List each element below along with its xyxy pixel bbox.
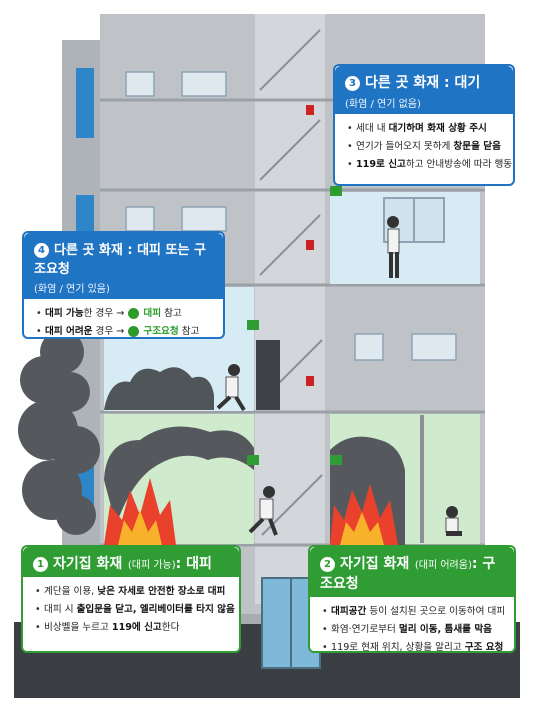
list-item: 대피 어려운 경우 → 2 구조요청 참고 xyxy=(36,323,213,341)
person-sheltering xyxy=(445,506,462,536)
callout-own-fire-evacuate: 1 자기집 화재 (대피 가능): 대피 계단을 이용, 낮은 자세로 안전한 장… xyxy=(21,545,241,653)
callout-wait-header: 3 다른 곳 화재 : 대기 (화염 / 연기 없음) xyxy=(335,66,513,114)
fire-left xyxy=(104,478,176,545)
callout-own-fire-evacuate-header: 1 자기집 화재 (대피 가능): 대피 xyxy=(23,547,239,577)
callout-own-fire-evacuate-number: 1 xyxy=(33,557,48,572)
callout-wait-title: 다른 곳 화재 : 대기 xyxy=(365,75,481,91)
callout-own-fire-rescue: 2 자기집 화재 (대피 어려움): 구조요청 대피공간 등이 설치된 곳으로 이… xyxy=(308,545,516,657)
list-item: 계단을 이용, 낮은 자세로 안전한 장소로 대피 xyxy=(35,583,229,601)
callout-wait-list: 세대 내 대기하며 화재 상황 주시 연기가 들어오지 못하게 창문을 닫음 1… xyxy=(335,114,513,180)
callout-evacuate-or-rescue: 4다른 곳 화재 : 대피 또는 구조요청 (화염 / 연기 있음) 대피 가능… xyxy=(22,231,225,341)
list-item: 119로 현재 위치, 상황을 알리고 구조 요청 xyxy=(322,639,504,657)
callout-evacuate-or-rescue-title: 다른 곳 화재 : 대피 또는 구조요청 xyxy=(34,243,206,277)
smoke-outside xyxy=(18,330,100,535)
list-item: 119로 신고하고 안내방송에 따라 행동 xyxy=(347,156,512,174)
callout-wait-number: 3 xyxy=(345,76,360,91)
callout-own-fire-evacuate-tail: : 대피 xyxy=(175,556,212,572)
callout-own-fire-rescue-header: 2 자기집 화재 (대피 어려움): 구조요청 xyxy=(310,547,514,597)
list-item: 대피공간 등이 설치된 곳으로 이동하여 대피 xyxy=(322,603,505,621)
callout-own-fire-rescue-number: 2 xyxy=(320,557,335,572)
callout-own-fire-rescue-title: 자기집 화재 xyxy=(340,556,410,572)
callout-own-fire-rescue-tail: : 구조요청 xyxy=(320,556,496,592)
smoke-floor2 xyxy=(104,367,214,410)
callout-own-fire-evacuate-title: 자기집 화재 xyxy=(53,556,123,572)
person-running xyxy=(248,486,278,536)
callout-wait: 3 다른 곳 화재 : 대기 (화염 / 연기 없음) 세대 내 대기하며 화재 … xyxy=(333,64,515,186)
callout-own-fire-evacuate-list: 계단을 이용, 낮은 자세로 안전한 장소로 대피 대피 시 출입문을 닫고, … xyxy=(23,577,239,643)
callout-wait-subtitle: (화염 / 연기 없음) xyxy=(345,99,421,110)
smoke-floor1-left xyxy=(104,426,254,525)
list-item: 세대 내 대기하며 화재 상황 주시 xyxy=(347,120,503,138)
list-item: 비상벨을 누르고 119에 신고한다 xyxy=(35,619,229,637)
callout-own-fire-evacuate-paren: (대피 가능) xyxy=(127,560,176,571)
person-evacuating xyxy=(216,364,246,412)
list-item: 화염·연기로부터 멀리 이동, 틈새를 막음 xyxy=(322,621,504,639)
callout-evacuate-or-rescue-subtitle: (화염 / 연기 있음) xyxy=(34,284,110,295)
list-item: 대피 가능한 경우 → 1 대피 참고 xyxy=(36,305,213,323)
callout-own-fire-rescue-paren: (대피 어려움) xyxy=(414,560,472,571)
person-waiting xyxy=(387,216,400,278)
list-item: 연기가 들어오지 못하게 창문을 닫음 xyxy=(347,138,503,156)
callout-evacuate-or-rescue-list: 대피 가능한 경우 → 1 대피 참고 대피 어려운 경우 → 2 구조요청 참… xyxy=(24,299,223,347)
callout-evacuate-or-rescue-number: 4 xyxy=(34,243,49,258)
list-item: 대피 시 출입문을 닫고, 엘리베이터를 타지 않음 xyxy=(35,601,235,619)
callout-own-fire-rescue-list: 대피공간 등이 설치된 곳으로 이동하여 대피 화염·연기로부터 멀리 이동, … xyxy=(310,597,514,663)
